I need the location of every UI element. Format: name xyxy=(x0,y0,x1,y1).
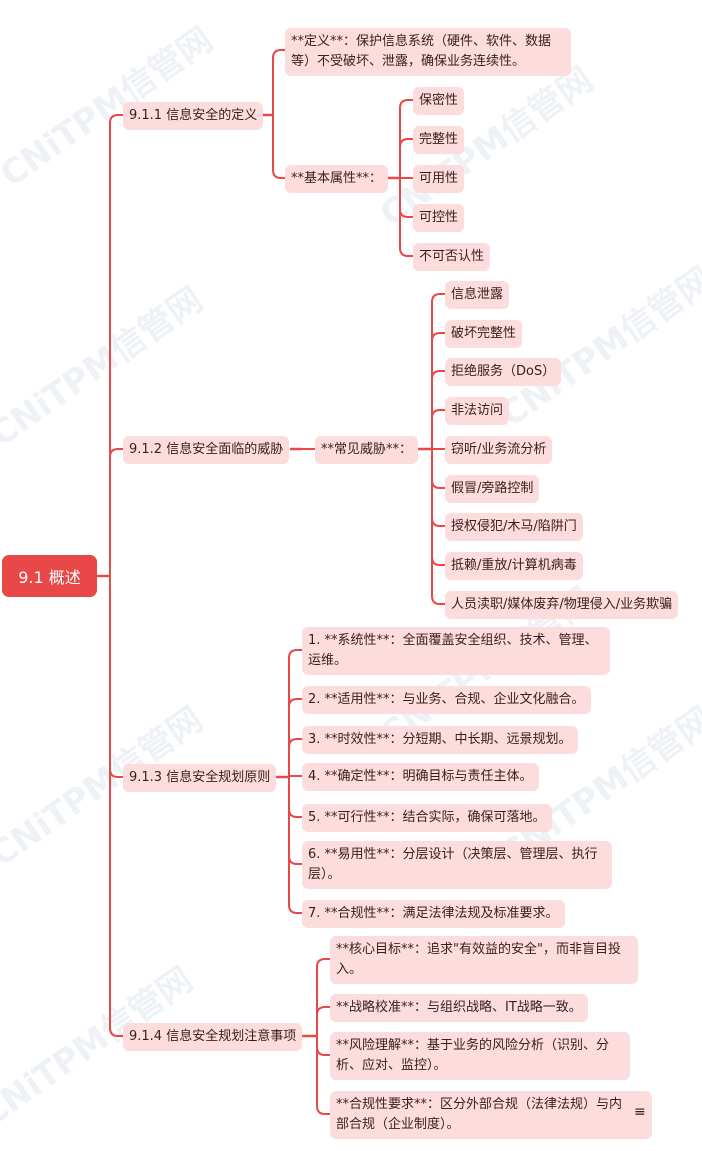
connector-line xyxy=(288,738,302,777)
principle-node[interactable]: 4. **确定性**：明确目标与责任主体。 xyxy=(302,763,539,791)
threat-node[interactable]: 抵赖/重放/计算机病毒 xyxy=(445,552,583,580)
attribute-node[interactable]: 保密性 xyxy=(413,87,465,115)
principle-node[interactable]: 1. **系统性**：全面覆盖安全组织、技术、管理、运维。 xyxy=(302,627,610,675)
connector-line xyxy=(109,114,123,576)
connector-line xyxy=(272,115,285,179)
attribute-node[interactable]: 可控性 xyxy=(413,204,465,232)
connector-line xyxy=(431,332,445,449)
threat-node[interactable]: 窃听/业务流分析 xyxy=(445,436,553,464)
connector-line xyxy=(431,370,445,449)
connector-line xyxy=(399,178,413,218)
threat-node[interactable]: 授权侵犯/木马/陷阱门 xyxy=(445,513,583,541)
principle-node[interactable]: 7. **合规性**：满足法律法规及标准要求。 xyxy=(302,900,565,928)
connector-line xyxy=(109,576,123,1037)
common-threats-node[interactable]: **常见威胁**： xyxy=(315,436,419,464)
connector-line xyxy=(316,1036,330,1115)
principle-node[interactable]: 3. **时效性**：分短期、中长期、远景规划。 xyxy=(302,726,578,754)
connector-line xyxy=(288,775,302,778)
section-node-9-1-2[interactable]: 9.1.2 信息安全面临的威胁 xyxy=(123,436,290,464)
threat-node[interactable]: 信息泄露 xyxy=(445,281,510,309)
connector-line xyxy=(399,138,413,178)
section-node-9-1-3[interactable]: 9.1.3 信息安全规划原则 xyxy=(123,764,277,792)
connector-line xyxy=(431,409,445,449)
notes-icon[interactable]: ≡ xyxy=(634,1104,646,1120)
connector-line xyxy=(316,1006,330,1036)
threat-node[interactable]: 人员渎职/媒体废弃/物理侵入/业务欺骗 xyxy=(445,591,679,619)
connector-line xyxy=(109,448,123,576)
connector-line xyxy=(288,698,302,777)
threat-node[interactable]: 拒绝服务（DoS） xyxy=(445,358,562,386)
attribute-node[interactable]: 完整性 xyxy=(413,126,465,154)
principle-node[interactable]: 2. **适用性**：与业务、合规、企业文化融合。 xyxy=(302,686,591,714)
connector-line xyxy=(288,777,302,865)
connector-line xyxy=(109,576,123,778)
section-node-9-1-1[interactable]: 9.1.1 信息安全的定义 xyxy=(123,102,264,130)
section-node-9-1-4[interactable]: 9.1.4 信息安全规划注意事项 xyxy=(123,1023,303,1051)
consideration-node[interactable]: **合规性要求**：区分外部合规（法律法规）与内部合规（企业制度）。 xyxy=(330,1091,652,1139)
principle-node[interactable]: 5. **可行性**：结合实际，确保可落地。 xyxy=(302,804,552,832)
connector-line xyxy=(316,1036,330,1056)
definition-node[interactable]: **定义**：保护信息系统（硬件、软件、数据等）不受破坏、泄露，确保业务连续性。 xyxy=(285,28,571,76)
consideration-node[interactable]: **核心目标**：追求"有效益的安全"，而非盲目投入。 xyxy=(330,936,638,984)
threat-node[interactable]: 非法访问 xyxy=(445,397,510,425)
consideration-node[interactable]: **风险理解**：基于业务的风险分析（识别、分析、应对、监控）。 xyxy=(330,1032,630,1080)
connector-line xyxy=(272,49,285,115)
connector-line xyxy=(431,449,445,489)
connector-line xyxy=(431,449,445,605)
attribute-node[interactable]: 不可否认性 xyxy=(413,243,491,271)
connector-line xyxy=(316,958,330,1036)
connector-line xyxy=(399,178,413,257)
connector-line xyxy=(288,649,302,777)
connector-line xyxy=(431,449,445,566)
connector-line xyxy=(431,293,445,449)
threat-node[interactable]: 破坏完整性 xyxy=(445,320,523,348)
connector-line xyxy=(288,777,302,914)
threat-node[interactable]: 假冒/旁路控制 xyxy=(445,475,540,503)
connector-line xyxy=(288,777,302,818)
attribute-node[interactable]: 可用性 xyxy=(413,165,465,193)
root-node[interactable]: 9.1 概述 xyxy=(2,555,97,597)
basic-attributes-node[interactable]: **基本属性**： xyxy=(285,165,389,193)
principle-node[interactable]: 6. **易用性**：分层设计（决策层、管理层、执行层）。 xyxy=(302,841,612,889)
connector-line xyxy=(399,99,413,178)
consideration-node[interactable]: **战略校准**：与组织战略、IT战略一致。 xyxy=(330,994,588,1022)
